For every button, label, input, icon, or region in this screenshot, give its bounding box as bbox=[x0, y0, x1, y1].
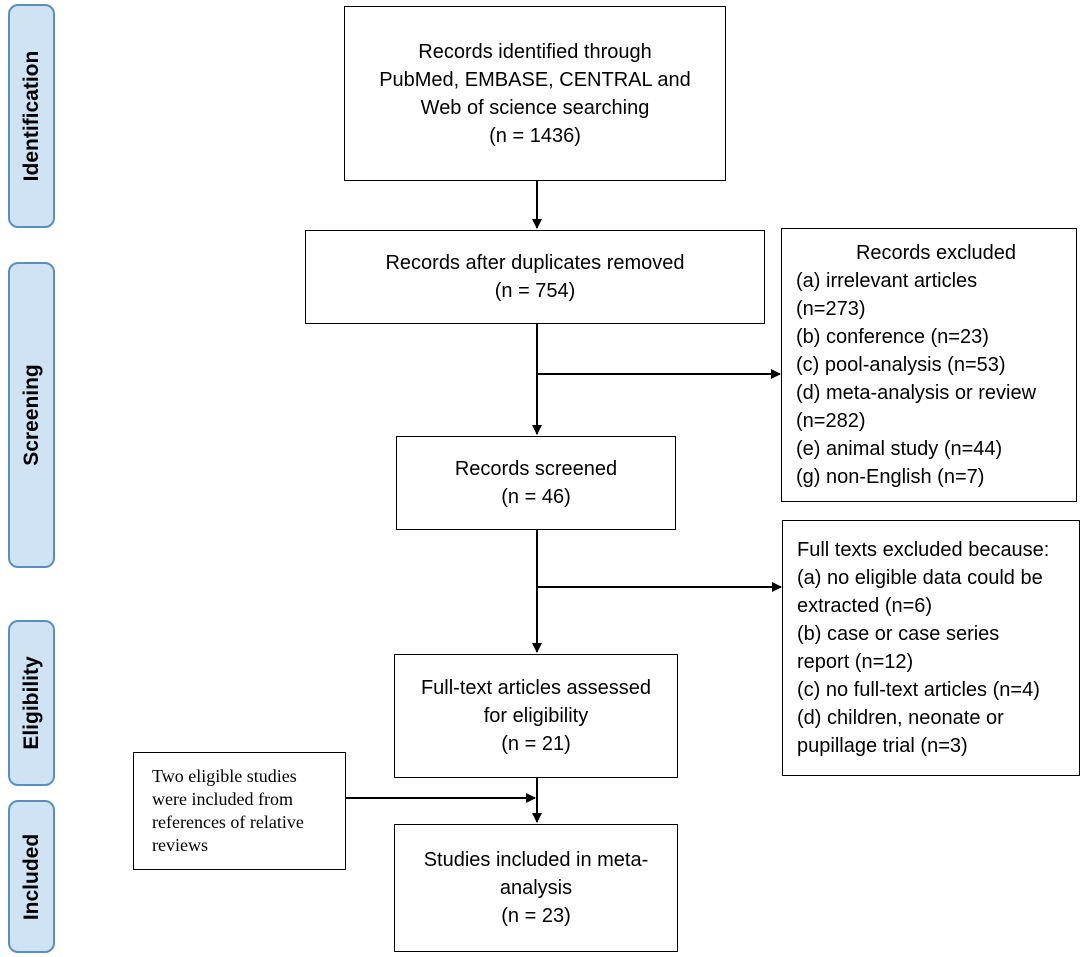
records-after-duplicates-label: Records after duplicates removed bbox=[385, 252, 685, 274]
records-excluded-line-6: (n=282) bbox=[796, 410, 866, 432]
additional-studies-line-3: references of relative bbox=[152, 812, 304, 832]
fulltext-excluded-line-5: (c) no full-text articles (n=4) bbox=[797, 679, 1040, 701]
fulltext-assessed-line-2: for eligibility bbox=[483, 705, 589, 727]
records-excluded-line-2: (n=273) bbox=[796, 298, 866, 320]
fulltext-excluded-box: Full texts excluded because: (a) no elig… bbox=[782, 520, 1080, 776]
records-identified-line-3: Web of science searching bbox=[420, 96, 650, 119]
records-excluded-line-5: (d) meta-analysis or review bbox=[796, 382, 1037, 404]
stage-screening: Screening bbox=[8, 262, 55, 568]
stage-eligibility: Eligibility bbox=[8, 620, 55, 786]
records-excluded-line-8: (g) non-English (n=7) bbox=[796, 466, 985, 488]
fulltext-excluded-line-6: (d) children, neonate or bbox=[797, 707, 1004, 729]
studies-included-count: (n = 23) bbox=[501, 905, 571, 927]
stage-identification: Identification bbox=[8, 4, 55, 228]
records-screened-label: Records screened bbox=[454, 458, 618, 480]
records-screened-box: Records screened (n = 46) bbox=[396, 436, 676, 530]
records-excluded-line-3: (b) conference (n=23) bbox=[796, 326, 989, 348]
additional-studies-line-1: Two eligible studies bbox=[152, 766, 297, 786]
fulltext-excluded-line-3: (b) case or case series bbox=[797, 623, 1000, 645]
records-excluded-line-7: (e) animal study (n=44) bbox=[796, 438, 1003, 460]
fulltext-excluded-line-1: (a) no eligible data could be bbox=[797, 567, 1043, 589]
records-identified-box: Records identified through PubMed, EMBAS… bbox=[344, 6, 726, 181]
studies-included-box: Studies included in meta- analysis (n = … bbox=[394, 824, 678, 952]
records-identified-count: (n = 1436) bbox=[489, 124, 581, 147]
records-after-duplicates-count: (n = 754) bbox=[494, 280, 576, 302]
records-excluded-title: Records excluded bbox=[855, 242, 1017, 264]
fulltext-assessed-box: Full-text articles assessed for eligibil… bbox=[394, 654, 678, 778]
fulltext-excluded-line-7: pupillage trial (n=3) bbox=[797, 735, 968, 757]
records-after-duplicates-box: Records after duplicates removed (n = 75… bbox=[305, 230, 765, 324]
records-excluded-line-4: (c) pool-analysis (n=53) bbox=[796, 354, 1006, 376]
fulltext-assessed-count: (n = 21) bbox=[501, 733, 571, 755]
fulltext-assessed-line-1: Full-text articles assessed bbox=[420, 677, 652, 699]
additional-studies-line-4: reviews bbox=[152, 835, 208, 855]
studies-included-line-2: analysis bbox=[499, 877, 573, 899]
studies-included-line-1: Studies included in meta- bbox=[423, 849, 649, 871]
records-screened-count: (n = 46) bbox=[501, 486, 571, 508]
fulltext-excluded-line-2: extracted (n=6) bbox=[797, 595, 933, 617]
records-excluded-box: Records excluded (a) irrelevant articles… bbox=[781, 228, 1077, 502]
records-identified-line-1: Records identified through bbox=[418, 40, 652, 63]
records-excluded-line-1: (a) irrelevant articles bbox=[796, 270, 978, 292]
records-identified-line-2: PubMed, EMBASE, CENTRAL and bbox=[379, 68, 691, 91]
additional-studies-line-2: were included from bbox=[152, 789, 293, 809]
fulltext-excluded-title: Full texts excluded because: bbox=[797, 539, 1050, 561]
fulltext-excluded-line-4: report (n=12) bbox=[797, 651, 914, 673]
stage-included: Included bbox=[8, 800, 55, 953]
additional-studies-box: Two eligible studies were included from … bbox=[133, 752, 346, 870]
